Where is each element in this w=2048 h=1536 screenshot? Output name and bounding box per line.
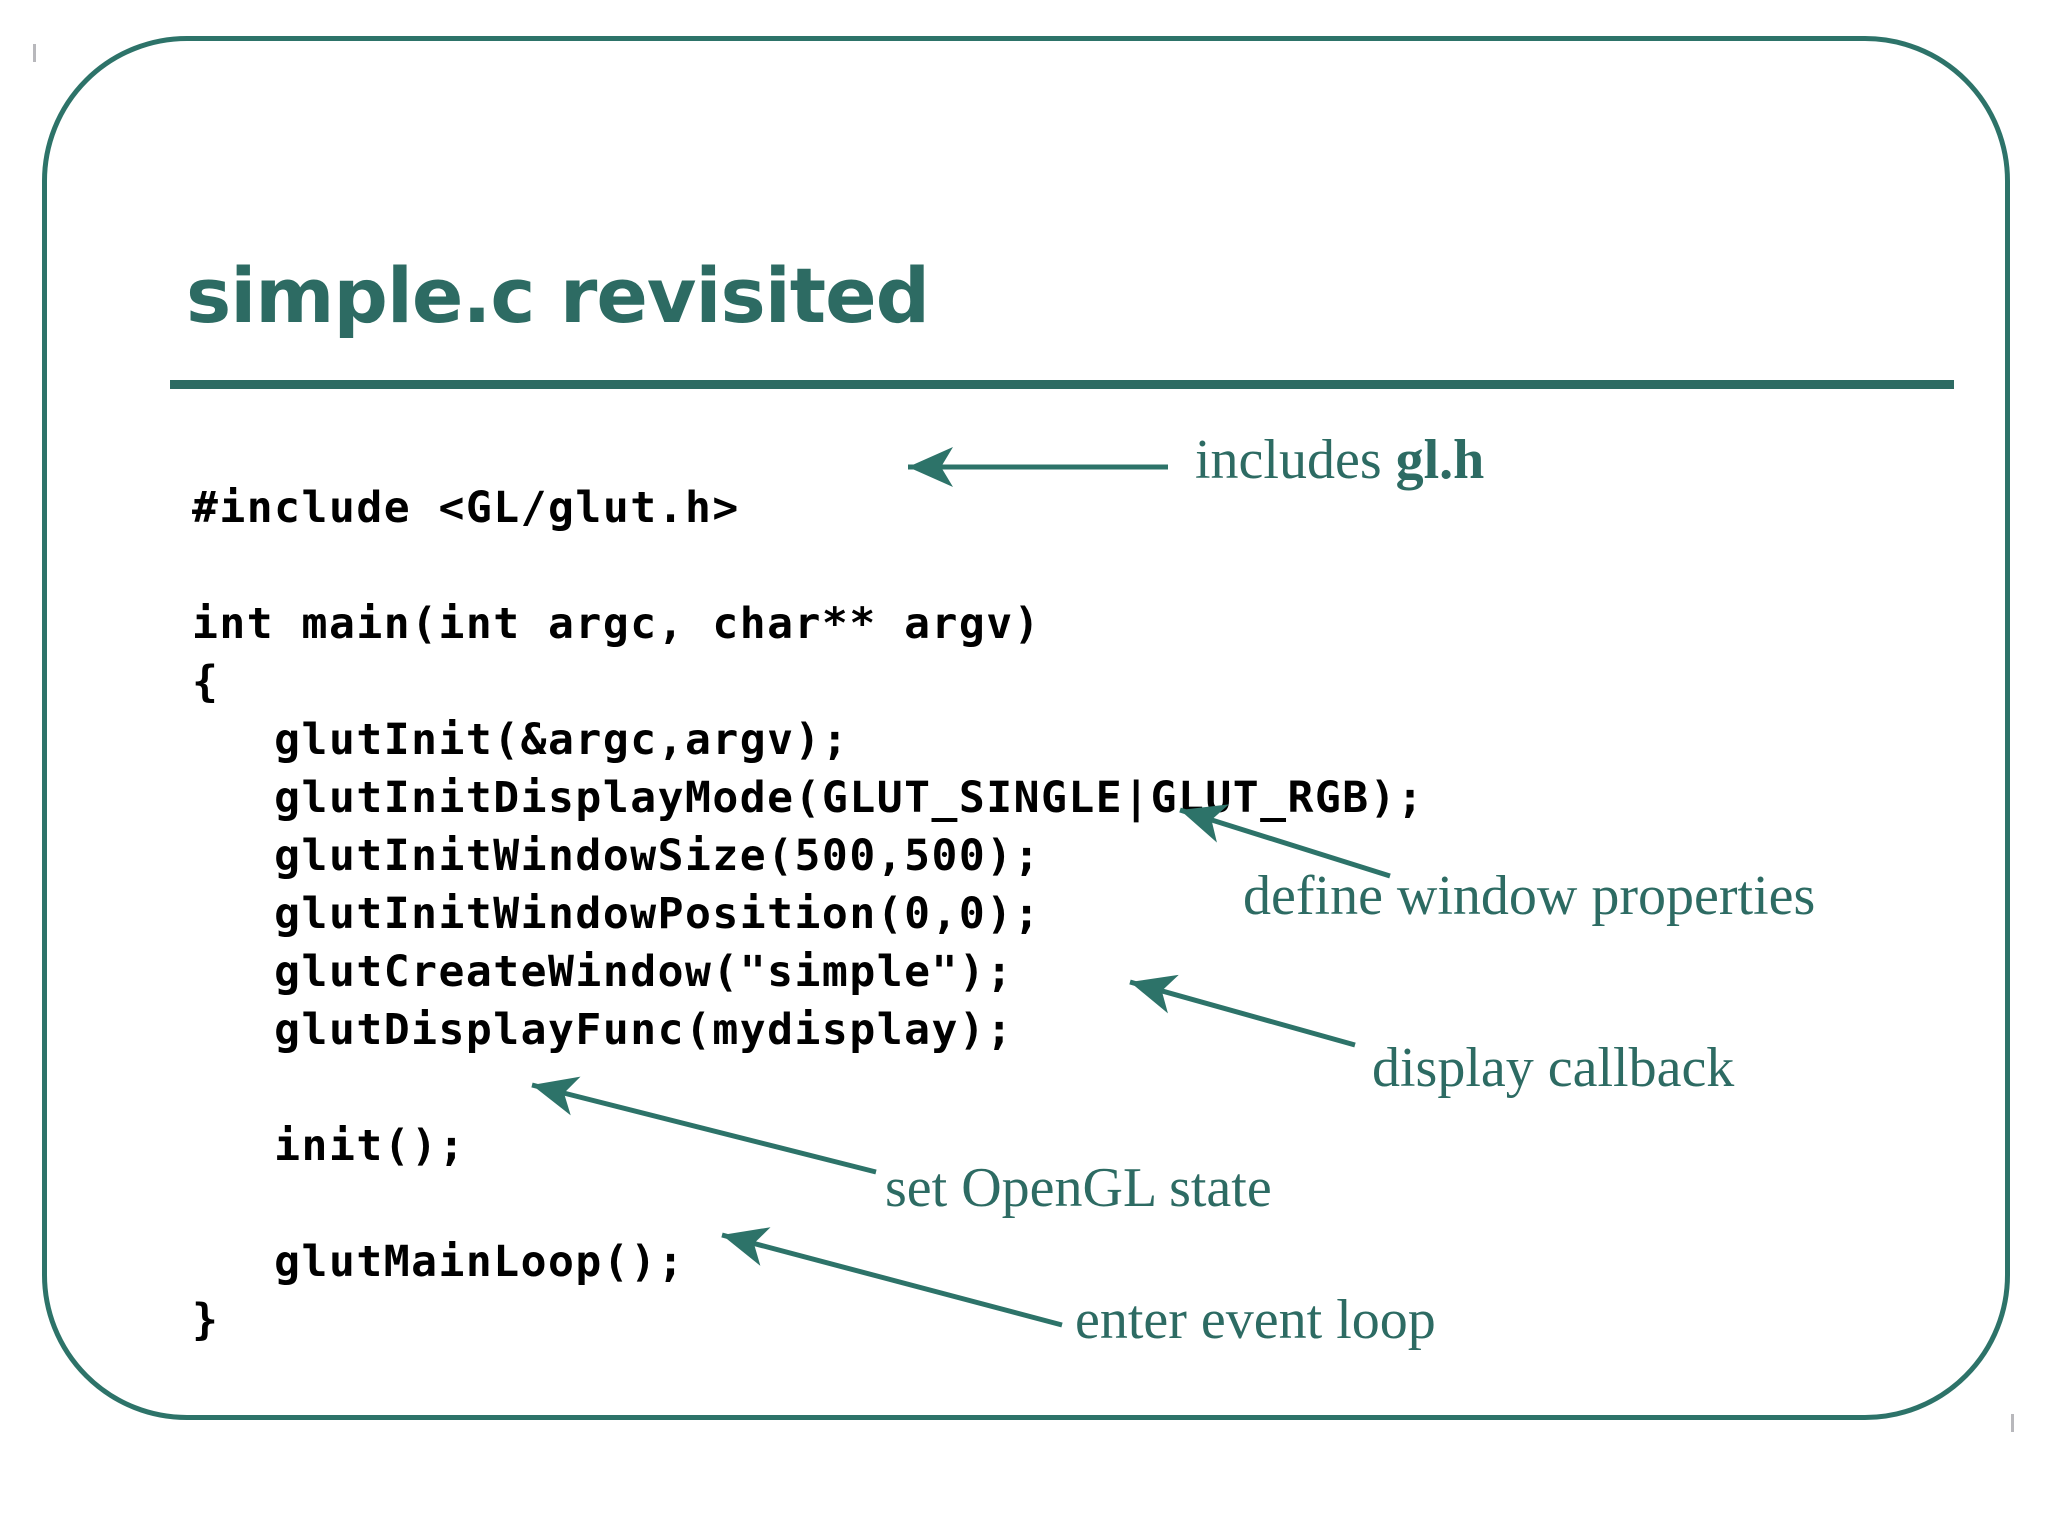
corner-handle-bottom-right [2011, 1414, 2014, 1432]
annotation-define-window-properties: define window properties [1243, 865, 1816, 927]
title-underline-rule [170, 380, 1954, 389]
code-block: #include <GL/glut.h> int main(int argc, … [192, 483, 1425, 1345]
page-title: simple.c revisited [186, 251, 930, 340]
annotation-display-callback: display callback [1372, 1037, 1735, 1099]
annotation-includes-text: includes [1195, 429, 1396, 491]
slide-border-frame [42, 36, 2010, 1420]
corner-handle-top-left [33, 44, 36, 62]
annotation-includes: includes gl.h [1195, 432, 1484, 488]
annotation-includes-bold: gl.h [1395, 429, 1485, 491]
annotation-set-opengl-state: set OpenGL state [885, 1157, 1272, 1219]
annotation-enter-event-loop: enter event loop [1075, 1289, 1436, 1351]
